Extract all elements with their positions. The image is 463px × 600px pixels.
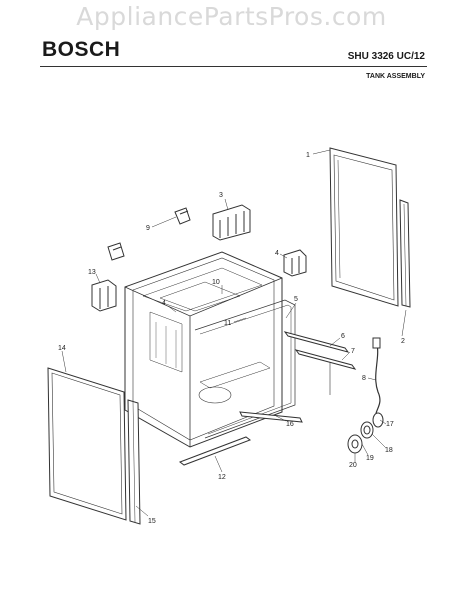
callout-numbers: 1 2 3 4 4 5 6 7 8 9 10 11 12 13 14 15 16… — [58, 152, 405, 525]
callout-12: 12 — [218, 474, 226, 481]
callout-1: 1 — [306, 152, 310, 159]
callout-16: 16 — [286, 421, 294, 428]
leader-lines — [61, 149, 407, 517]
callout-10: 10 — [212, 279, 220, 286]
brand-logo: BOSCH — [42, 38, 121, 61]
part-14-side-panel — [47, 367, 127, 521]
callout-15: 15 — [148, 518, 156, 525]
section-title: TANK ASSEMBLY — [366, 73, 425, 80]
callout-14: 14 — [58, 345, 66, 352]
callout-13: 13 — [88, 269, 96, 276]
callout-5: 5 — [294, 296, 298, 303]
part-9-brackets — [107, 207, 191, 261]
part-3-bracket — [212, 204, 251, 241]
callout-18: 18 — [385, 447, 393, 454]
part-16-strip — [239, 411, 303, 423]
callout-9: 9 — [146, 225, 150, 232]
callout-7: 7 — [351, 348, 355, 355]
callout-19: 19 — [366, 455, 374, 462]
callout-2: 2 — [401, 338, 405, 345]
part-13-bracket — [91, 279, 117, 312]
part-6-rail — [283, 331, 357, 395]
part-12-bottom-rail — [178, 436, 252, 466]
callout-17: 17 — [386, 421, 394, 428]
part-2-trim-strip — [399, 199, 411, 308]
callout-3: 3 — [219, 192, 223, 199]
site-watermark: AppliancePartsPros.com — [76, 2, 387, 31]
model-number: SHU 3326 UC/12 — [347, 51, 425, 62]
callout-8: 8 — [362, 375, 366, 382]
part-1-side-panel — [329, 147, 399, 307]
part-15-trim-strip — [127, 399, 141, 525]
part-8-hose — [372, 337, 381, 419]
callout-11: 11 — [224, 320, 231, 327]
parts-17-20-fittings — [347, 412, 384, 454]
callout-4-left: 4 — [162, 300, 166, 307]
callout-4-right: 4 — [275, 250, 279, 257]
header-rule — [40, 66, 427, 67]
part-4-bracket — [283, 249, 307, 277]
callout-20: 20 — [349, 462, 357, 469]
callout-6: 6 — [341, 333, 345, 340]
